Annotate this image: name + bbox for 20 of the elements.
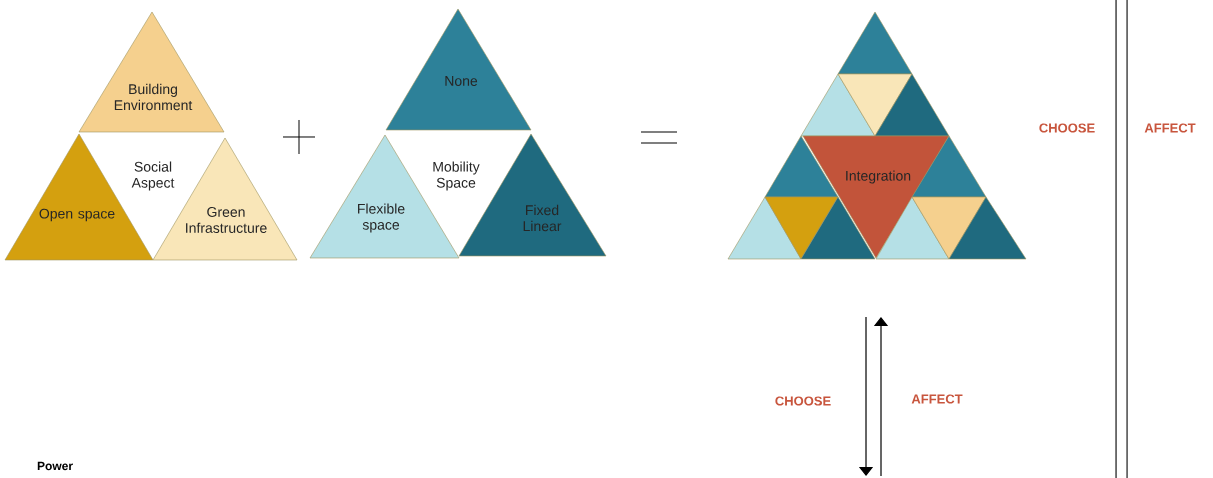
triangle [911, 196, 987, 260]
triangle [874, 73, 950, 137]
direction-label: CHOOSE [1039, 123, 1095, 133]
direction-label: CHOOSE [775, 396, 831, 406]
triangle [727, 196, 802, 260]
triangle [800, 196, 876, 260]
triangle [875, 196, 950, 260]
triangle [764, 196, 839, 260]
triangle [800, 73, 876, 137]
direction-label: AFFECT [1144, 123, 1196, 133]
triangle: None [385, 8, 532, 131]
triangle [911, 135, 987, 198]
triangle [948, 196, 1027, 260]
triangle: Integration [802, 135, 950, 259]
triangle [837, 11, 913, 75]
triangle: Building Environment [78, 11, 225, 133]
direction-label: AFFECT [911, 394, 963, 404]
triangle [837, 73, 913, 137]
title-label: Power [37, 461, 73, 471]
triangle [764, 135, 839, 198]
